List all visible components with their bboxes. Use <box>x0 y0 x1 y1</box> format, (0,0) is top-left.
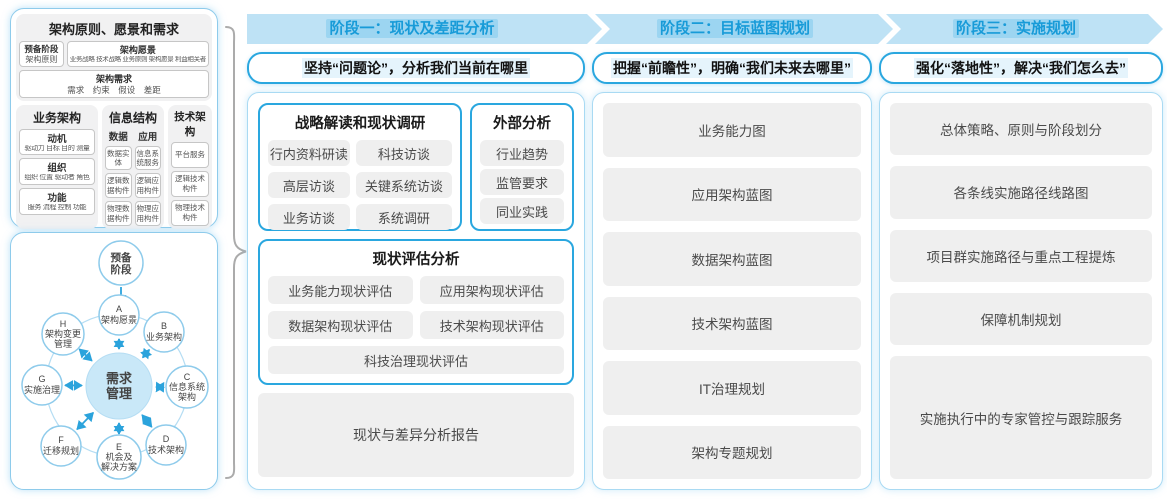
assessment-item: 数据架构现状评估 <box>268 311 413 339</box>
adm-node-b <box>143 311 185 353</box>
business-item: 动机 驱动力 目标 目的 测量 <box>19 128 95 156</box>
section-title: 架构原则、愿景和需求 <box>48 22 179 37</box>
architecture-vision-box: 架构愿景 业务战略 技术战略 业务原则 架构愿景 利益相关者 <box>66 41 209 67</box>
activity-item: 行业趋势 <box>480 140 564 166</box>
adm-node-prep <box>98 240 144 286</box>
adm-node-center <box>85 352 153 420</box>
group-title: 战略解读和现状调研 <box>294 116 426 132</box>
information-structure-section: 信息结构 数据 数据实体 逻辑数据构件 物理数据构件 应用 信息系统服务 逻辑应… <box>102 104 164 229</box>
deliverable-item: 业务能力图 <box>603 103 861 157</box>
deliverable-item: 保障机制规划 <box>890 292 1152 346</box>
deliverable-item: 总体策略、原则与阶段划分 <box>890 103 1152 156</box>
group-title: 外部分析 <box>493 116 551 132</box>
prep-stage-box: 预备阶段 架构原则 <box>19 41 64 67</box>
architecture-requirement-box: 架构需求 需求 约束 假设 差距 <box>19 70 209 98</box>
activity-item: 业务访谈 <box>268 204 350 230</box>
business-item: 组织 组织 位置 驱动者 角色 <box>19 158 95 186</box>
deliverable-item: 各条线实施路径线路图 <box>890 166 1152 219</box>
business-architecture-section: 业务架构 动机 驱动力 目标 目的 测量 组织 组织 位置 驱动者 角色 功能 … <box>16 104 98 229</box>
business-item: 功能 服务 流程 控制 功能 <box>19 188 95 215</box>
principles-vision-requirements-section: 架构原则、愿景和需求 预备阶段 架构原则 架构愿景 业务战略 技术战略 业务原则… <box>16 14 212 101</box>
center-arrows <box>64 338 165 435</box>
activity-item: 监管要求 <box>480 169 564 195</box>
assessment-item: 技术架构现状评估 <box>419 311 564 339</box>
deliverable-item: 项目群实施路径与重点工程提炼 <box>890 229 1152 282</box>
phase2-content-panel: 业务能力图 应用架构蓝图 数据架构蓝图 技术架构蓝图 IT治理规划 架构专题规划 <box>592 92 872 490</box>
brace-connector <box>225 26 247 479</box>
assessment-item: 科技治理现状评估 <box>268 346 564 374</box>
phase3-title: 阶段三：实施规划 <box>886 14 1146 44</box>
activity-item: 同业实践 <box>480 198 564 224</box>
phase3-content-panel: 总体策略、原则与阶段划分 各条线实施路径线路图 项目群实施路径与重点工程提炼 保… <box>879 92 1163 490</box>
deliverable-item: 实施执行中的专家管控与跟踪服务 <box>890 356 1152 479</box>
deliverable-item: 应用架构蓝图 <box>603 167 861 221</box>
current-state-assessment-group: 现状评估分析 业务能力现状评估 应用架构现状评估 数据架构现状评估 技术架构现状… <box>258 239 574 385</box>
phase3-subtitle: 强化“落地性”，解决“我们怎么去” <box>879 52 1163 84</box>
architecture-framework-panel: 架构原则、愿景和需求 预备阶段 架构原则 架构愿景 业务战略 技术战略 业务原则… <box>10 8 218 270</box>
phase2-subtitle: 把握“前瞻性”，明确“我们未来去哪里” <box>592 52 872 84</box>
adm-node-d <box>145 424 187 466</box>
adm-node-f <box>40 425 82 467</box>
gap-analysis-report-box: 现状与差异分析报告 <box>258 393 574 477</box>
svg-text:需求管理: 需求管理 <box>106 371 133 401</box>
adm-node-h <box>41 312 85 356</box>
external-analysis-group: 外部分析 行业趋势 监管要求 同业实践 <box>470 103 574 231</box>
strategy-research-group: 战略解读和现状调研 行内资料研读 科技访谈 高层访谈 关键系统访谈 业务访谈 系… <box>258 103 462 231</box>
group-title: 现状评估分析 <box>372 252 460 268</box>
application-column: 应用 信息系统服务 逻辑应用构件 物理应用构件 <box>134 129 161 226</box>
phase2-title: 阶段二：目标蓝图规划 <box>600 14 870 44</box>
activity-item: 关键系统访谈 <box>355 172 452 198</box>
deliverable-item: IT治理规划 <box>603 361 861 415</box>
activity-item: 高层访谈 <box>268 172 350 198</box>
activity-item: 科技访谈 <box>355 140 452 166</box>
adm-node-c <box>165 365 209 409</box>
phase1-subtitle: 坚持“问题论”，分析我们当前在哪里 <box>247 52 585 84</box>
phase1-title: 阶段一：现状及差距分析 <box>247 14 577 44</box>
assessment-item: 业务能力现状评估 <box>268 276 413 304</box>
adm-node-g <box>21 364 63 406</box>
deliverable-item: 技术架构蓝图 <box>603 296 861 350</box>
deliverable-item: 架构专题规划 <box>603 425 861 479</box>
deliverable-item: 数据架构蓝图 <box>603 232 861 286</box>
assessment-item: 应用架构现状评估 <box>419 276 564 304</box>
adm-node-a <box>98 294 140 336</box>
data-column: 数据 数据实体 逻辑数据构件 物理数据构件 <box>105 129 132 226</box>
svg-text:预备阶段: 预备阶段 <box>111 251 132 276</box>
activity-item: 系统调研 <box>355 204 452 230</box>
adm-node-e <box>96 434 142 480</box>
technology-architecture-section: 技术架构 平台服务 逻辑技术构件 物理技术构件 <box>168 104 212 229</box>
activity-item: 行内资料研读 <box>268 140 350 166</box>
phase1-content-panel: 战略解读和现状调研 行内资料研读 科技访谈 高层访谈 关键系统访谈 业务访谈 系… <box>247 92 585 490</box>
